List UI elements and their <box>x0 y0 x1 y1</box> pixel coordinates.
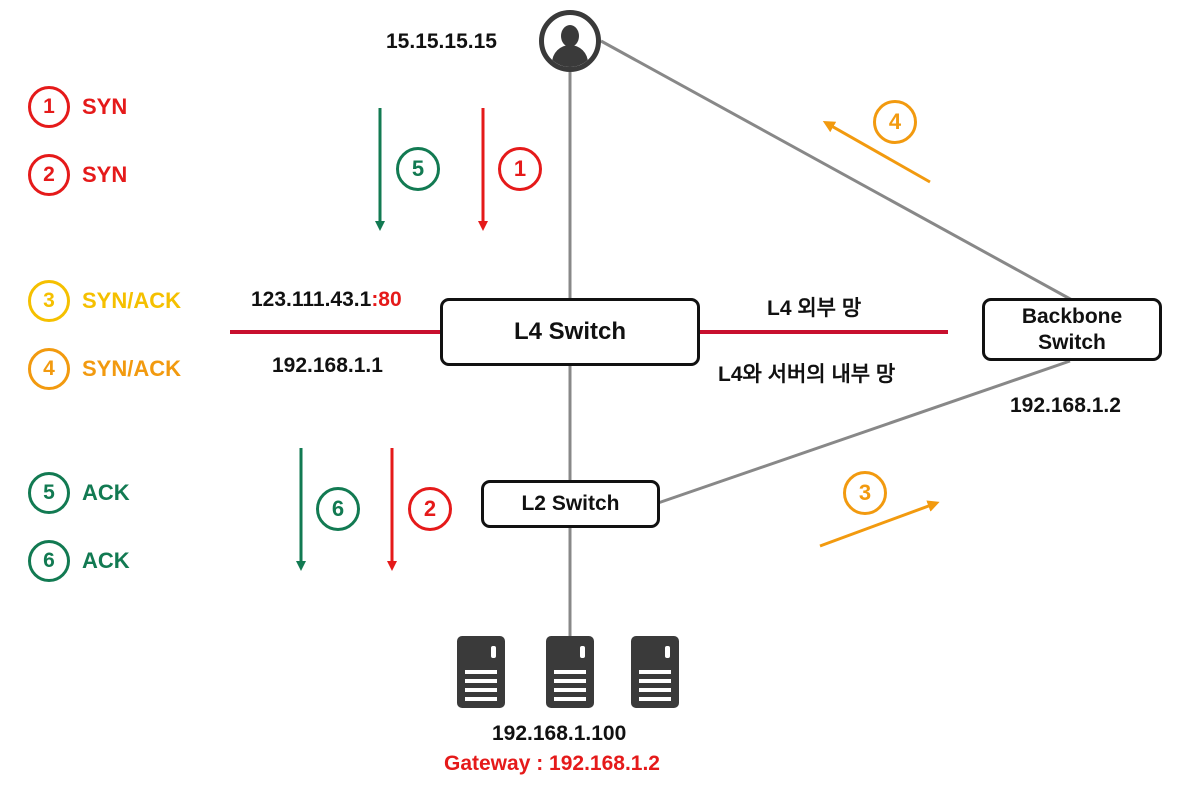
legend-item: 1 SYN <box>28 86 127 128</box>
l4-switch-box: L4 Switch <box>440 298 700 366</box>
backbone-ip: 192.168.1.2 <box>1010 394 1121 417</box>
backbone-switch-box: Backbone Switch <box>982 298 1162 361</box>
l2-switch-box: L2 Switch <box>481 480 660 528</box>
step-4-circle: 4 <box>873 100 917 144</box>
line-client-backbone <box>600 39 1073 302</box>
server-gateway: Gateway : 192.168.1.2 <box>444 752 660 775</box>
external-network-label: L4 외부 망 <box>767 297 862 320</box>
legend-number-circle: 4 <box>28 348 70 390</box>
arrow-step-3 <box>819 500 940 548</box>
l4-switch-label: L4 Switch <box>513 318 627 345</box>
backbone-label-line1: Backbone <box>1021 304 1123 328</box>
backbone-label-line2: Switch <box>1038 330 1106 354</box>
legend-label: SYN <box>82 94 128 119</box>
legend-number-circle: 6 <box>28 540 70 582</box>
internal-network-label: L4와 서버의 내부 망 <box>718 363 896 386</box>
legend-item: 2 SYN <box>28 154 127 196</box>
server-ip: 192.168.1.100 <box>492 722 627 745</box>
l4-external-ip: 123.111.43.1:80 <box>251 288 402 312</box>
legend-number-circle: 5 <box>28 472 70 514</box>
arrow-step-4 <box>822 121 931 184</box>
legend-label: ACK <box>82 548 130 573</box>
server-icon <box>546 636 594 708</box>
l4-internal-ip: 192.168.1.1 <box>272 354 383 377</box>
legend-label: ACK <box>82 480 130 505</box>
legend-number-circle: 2 <box>28 154 70 196</box>
l4-external-port: :80 <box>371 288 402 311</box>
step-5-circle: 5 <box>396 147 440 191</box>
legend-number-circle: 1 <box>28 86 70 128</box>
legend-number-circle: 3 <box>28 280 70 322</box>
step-6-circle: 6 <box>316 487 360 531</box>
step-1-circle: 1 <box>498 147 542 191</box>
legend-item: 6 ACK <box>28 540 130 582</box>
legend-label: SYN <box>82 162 128 187</box>
step-2-circle: 2 <box>408 487 452 531</box>
legend-label: SYN/ACK <box>82 356 182 381</box>
user-icon <box>539 10 601 72</box>
l2-switch-label: L2 Switch <box>521 492 620 515</box>
legend-label: SYN/ACK <box>82 288 182 313</box>
step-3-circle: 3 <box>843 471 887 515</box>
legend-item: 3 SYN/ACK <box>28 280 181 322</box>
legend-item: 5 ACK <box>28 472 130 514</box>
l4-external-ip-address: 123.111.43.1 <box>251 288 372 311</box>
server-icon <box>457 636 505 708</box>
line-l2-backbone <box>657 359 1071 505</box>
legend-item: 4 SYN/ACK <box>28 348 181 390</box>
server-icon <box>631 636 679 708</box>
client-ip: 15.15.15.15 <box>386 30 497 53</box>
